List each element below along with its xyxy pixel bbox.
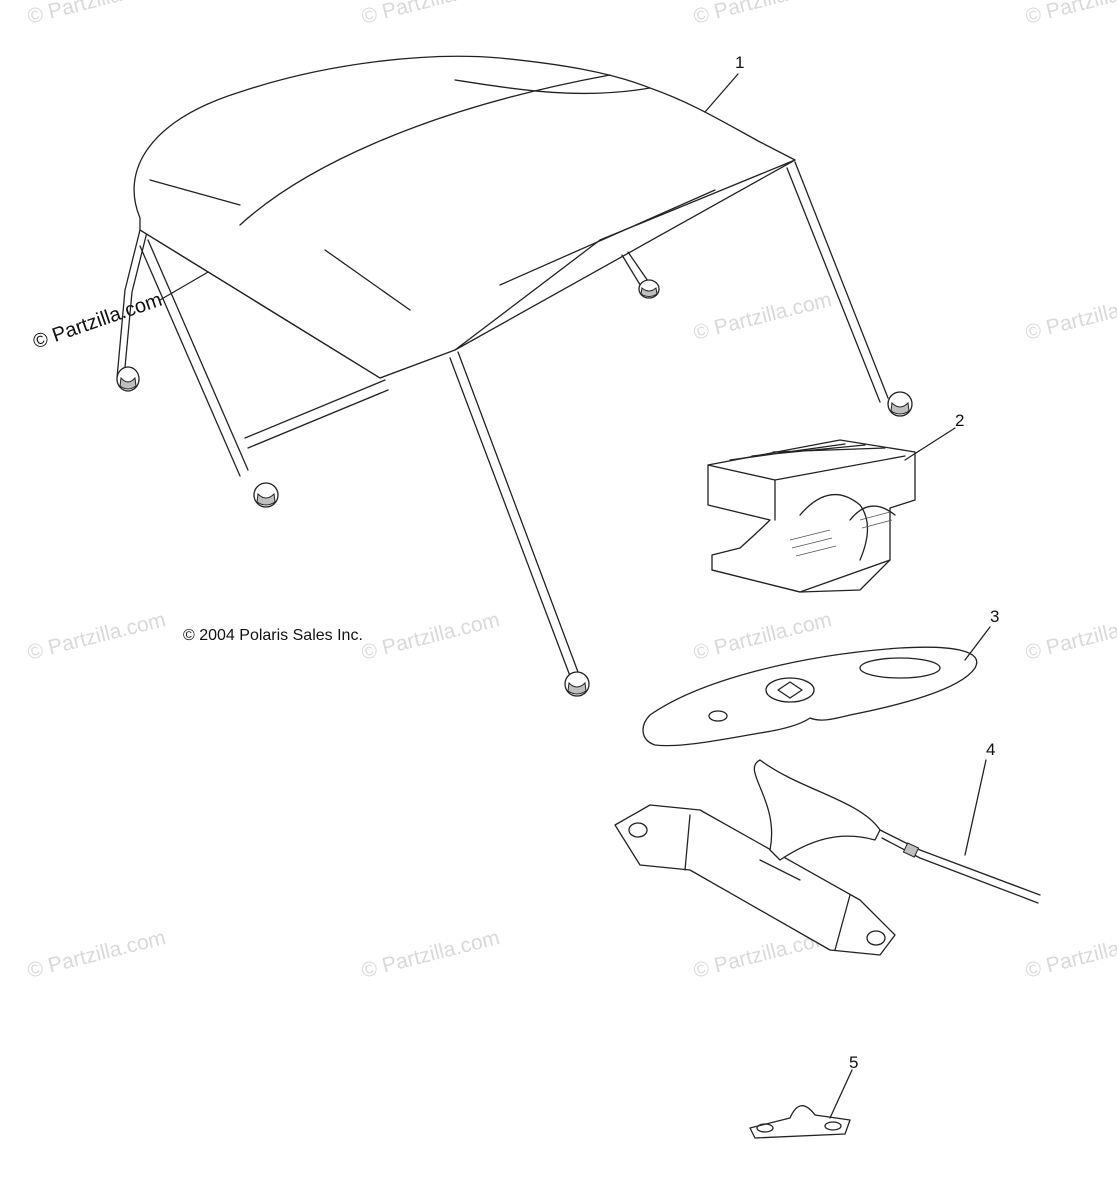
callout-3: 3 — [990, 607, 1000, 626]
leader-lines — [704, 73, 991, 1119]
callout-2: 2 — [955, 411, 965, 430]
fender-light-drawing — [614, 759, 1041, 956]
decal-plate-drawing — [642, 646, 978, 747]
callout-4: 4 — [986, 740, 996, 759]
bimini-top-drawing — [116, 55, 913, 697]
callout-1: 1 — [735, 53, 745, 72]
copyright-notice: © 2004 Polaris Sales Inc. — [183, 627, 363, 644]
clamp-drawing — [707, 439, 916, 593]
strap-clip-drawing — [749, 1105, 851, 1139]
callout-5: 5 — [849, 1053, 859, 1072]
